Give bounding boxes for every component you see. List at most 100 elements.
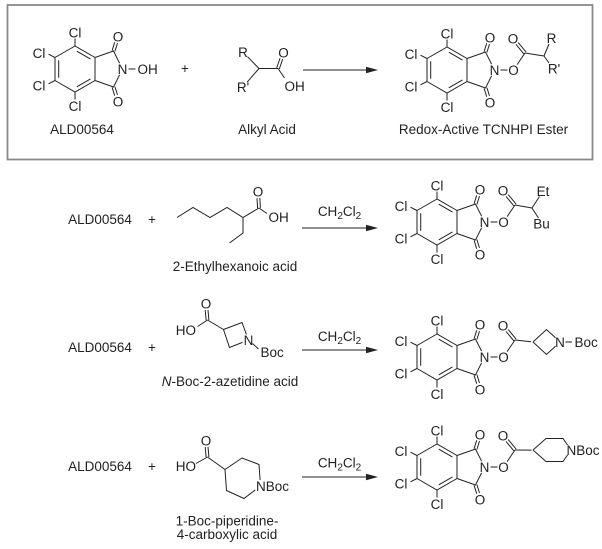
atom-label-o: O	[475, 318, 486, 333]
atom-label-n: N	[244, 333, 254, 348]
atom-label-cl: Cl	[431, 387, 444, 402]
label-acid-name: 2-Ethylhexanoic acid	[173, 259, 298, 274]
general-scheme: Cl Cl Cl Cl O O N OH ALD00564 + R R' O O…	[6, 4, 594, 161]
atom-label-o: O	[498, 319, 509, 334]
atom-label-bu: Bu	[533, 217, 550, 232]
structure-boc-piperidine-acid: HO O NBoc	[176, 434, 289, 500]
atom-label-cl: Cl	[431, 179, 444, 194]
label-ald00564: ALD00564	[68, 340, 132, 355]
label-ald00564: ALD00564	[68, 212, 132, 227]
atom-label-o: O	[485, 31, 496, 46]
reaction-row-2: ALD00564 + HO O N Boc N-Boc-2-azetidine …	[68, 297, 598, 403]
reaction-arrow	[302, 346, 378, 354]
atom-label-n: N	[118, 62, 128, 77]
atom-label-cl: Cl	[431, 424, 444, 439]
acid-bonds	[195, 446, 261, 500]
atom-label-cl: Cl	[69, 26, 82, 41]
atom-label-o: O	[508, 32, 519, 47]
scheme-box	[6, 4, 594, 161]
plus-sign: +	[148, 340, 156, 355]
arrow-head	[366, 346, 378, 354]
atom-label-cl: Cl	[441, 27, 454, 42]
plus-sign: +	[181, 61, 189, 76]
atom-label-cl: Cl	[395, 477, 408, 492]
structure-alkyl-acid: R R' O OH	[237, 45, 305, 95]
acid-bonds	[197, 309, 259, 350]
solvent-label: CH2Cl2	[318, 329, 362, 347]
label-acid-name-line1: 1-Boc-piperidine-	[176, 514, 279, 529]
label-acid-name: N-Boc-2-azetidine acid	[162, 374, 299, 389]
atom-label-o: O	[498, 460, 509, 475]
structure-2-ethylhexanoic-acid: O OH	[176, 185, 289, 244]
atom-label-o: O	[113, 30, 124, 45]
atom-label-o: O	[475, 248, 486, 263]
substituent-bonds	[514, 196, 540, 219]
atom-label-o: O	[475, 428, 486, 443]
atom-label-o: O	[201, 297, 212, 312]
structure-product-1: Cl Cl Cl Cl O O N O O Et Bu	[395, 179, 550, 268]
atom-label-cl: Cl	[431, 314, 444, 329]
atom-label-cl: Cl	[405, 80, 418, 95]
structure-ald00564: Cl Cl Cl Cl O O N OH	[33, 26, 158, 115]
reaction-arrow	[302, 473, 378, 481]
atom-label-r: R	[238, 45, 248, 60]
atom-label-boc: Boc	[575, 335, 599, 350]
atom-label-cl: Cl	[33, 79, 46, 94]
atom-label-o: O	[498, 184, 509, 199]
atom-label-boc: Boc	[261, 345, 285, 360]
structure-product-2: Cl Cl Cl Cl O O N O O N Boc	[395, 314, 598, 403]
atom-label-o: O	[475, 383, 486, 398]
atom-label-o: O	[485, 96, 496, 111]
label-alkyl-acid: Alkyl Acid	[238, 122, 296, 137]
label-ald00564: ALD00564	[50, 122, 114, 137]
atom-label-cl: Cl	[395, 367, 408, 382]
structure-product-3: Cl Cl Cl Cl O O N O O NBoc	[395, 424, 600, 513]
substituent-bonds	[524, 43, 550, 64]
atom-label-oh: OH	[138, 62, 158, 77]
atom-label-o: O	[113, 95, 124, 110]
atom-label-cl: Cl	[395, 232, 408, 247]
atom-label-o: O	[498, 215, 509, 230]
label-acid-name-line2: 4-carboxylic acid	[177, 527, 278, 542]
arrow-head	[366, 66, 378, 74]
atom-label-o: O	[498, 429, 509, 444]
atom-label-cl: Cl	[431, 497, 444, 512]
plus-sign: +	[148, 212, 156, 227]
substituent-bonds	[514, 438, 569, 462]
atom-label-n: N	[480, 350, 490, 365]
atom-label-cl: Cl	[33, 46, 46, 61]
alkyl-acid-bonds	[246, 56, 285, 83]
reaction-row-1: ALD00564 + O OH 2-Ethylhexanoic acid CH2…	[68, 179, 550, 275]
solvent-label: CH2Cl2	[318, 456, 362, 474]
atom-label-cl: Cl	[405, 47, 418, 62]
atom-label-oh: OH	[285, 79, 305, 94]
reaction-arrow	[302, 224, 378, 232]
atom-label-r: R	[547, 31, 557, 46]
atom-label-cl: Cl	[395, 444, 408, 459]
atom-label-cl: Cl	[69, 99, 82, 114]
atom-label-ho: HO	[176, 459, 196, 474]
atom-label-n: N	[480, 460, 490, 475]
atom-label-o: O	[475, 183, 486, 198]
atom-label-nboc: NBoc	[256, 479, 289, 494]
atom-label-n: N	[490, 63, 500, 78]
plus-sign: +	[148, 459, 156, 474]
atom-label-o: O	[253, 185, 264, 200]
atom-label-o: O	[498, 350, 509, 365]
atom-label-oh: OH	[269, 210, 289, 225]
atom-label-o: O	[475, 493, 486, 508]
atom-label-n: N	[480, 215, 490, 230]
atom-label-cl: Cl	[395, 199, 408, 214]
atom-label-et: Et	[537, 184, 550, 199]
atom-label-r-prime: R'	[237, 80, 249, 95]
atom-label-ho: HO	[176, 323, 196, 338]
reaction-arrow	[303, 66, 378, 74]
atom-label-o: O	[278, 46, 289, 61]
reaction-row-3: ALD00564 + HO O NBoc 1-Boc-piperidine- 4…	[68, 424, 600, 543]
arrow-head	[366, 473, 378, 481]
atom-label-o: O	[508, 63, 519, 78]
atom-label-o: O	[201, 434, 212, 449]
atom-label-nboc: NBoc	[567, 443, 600, 458]
